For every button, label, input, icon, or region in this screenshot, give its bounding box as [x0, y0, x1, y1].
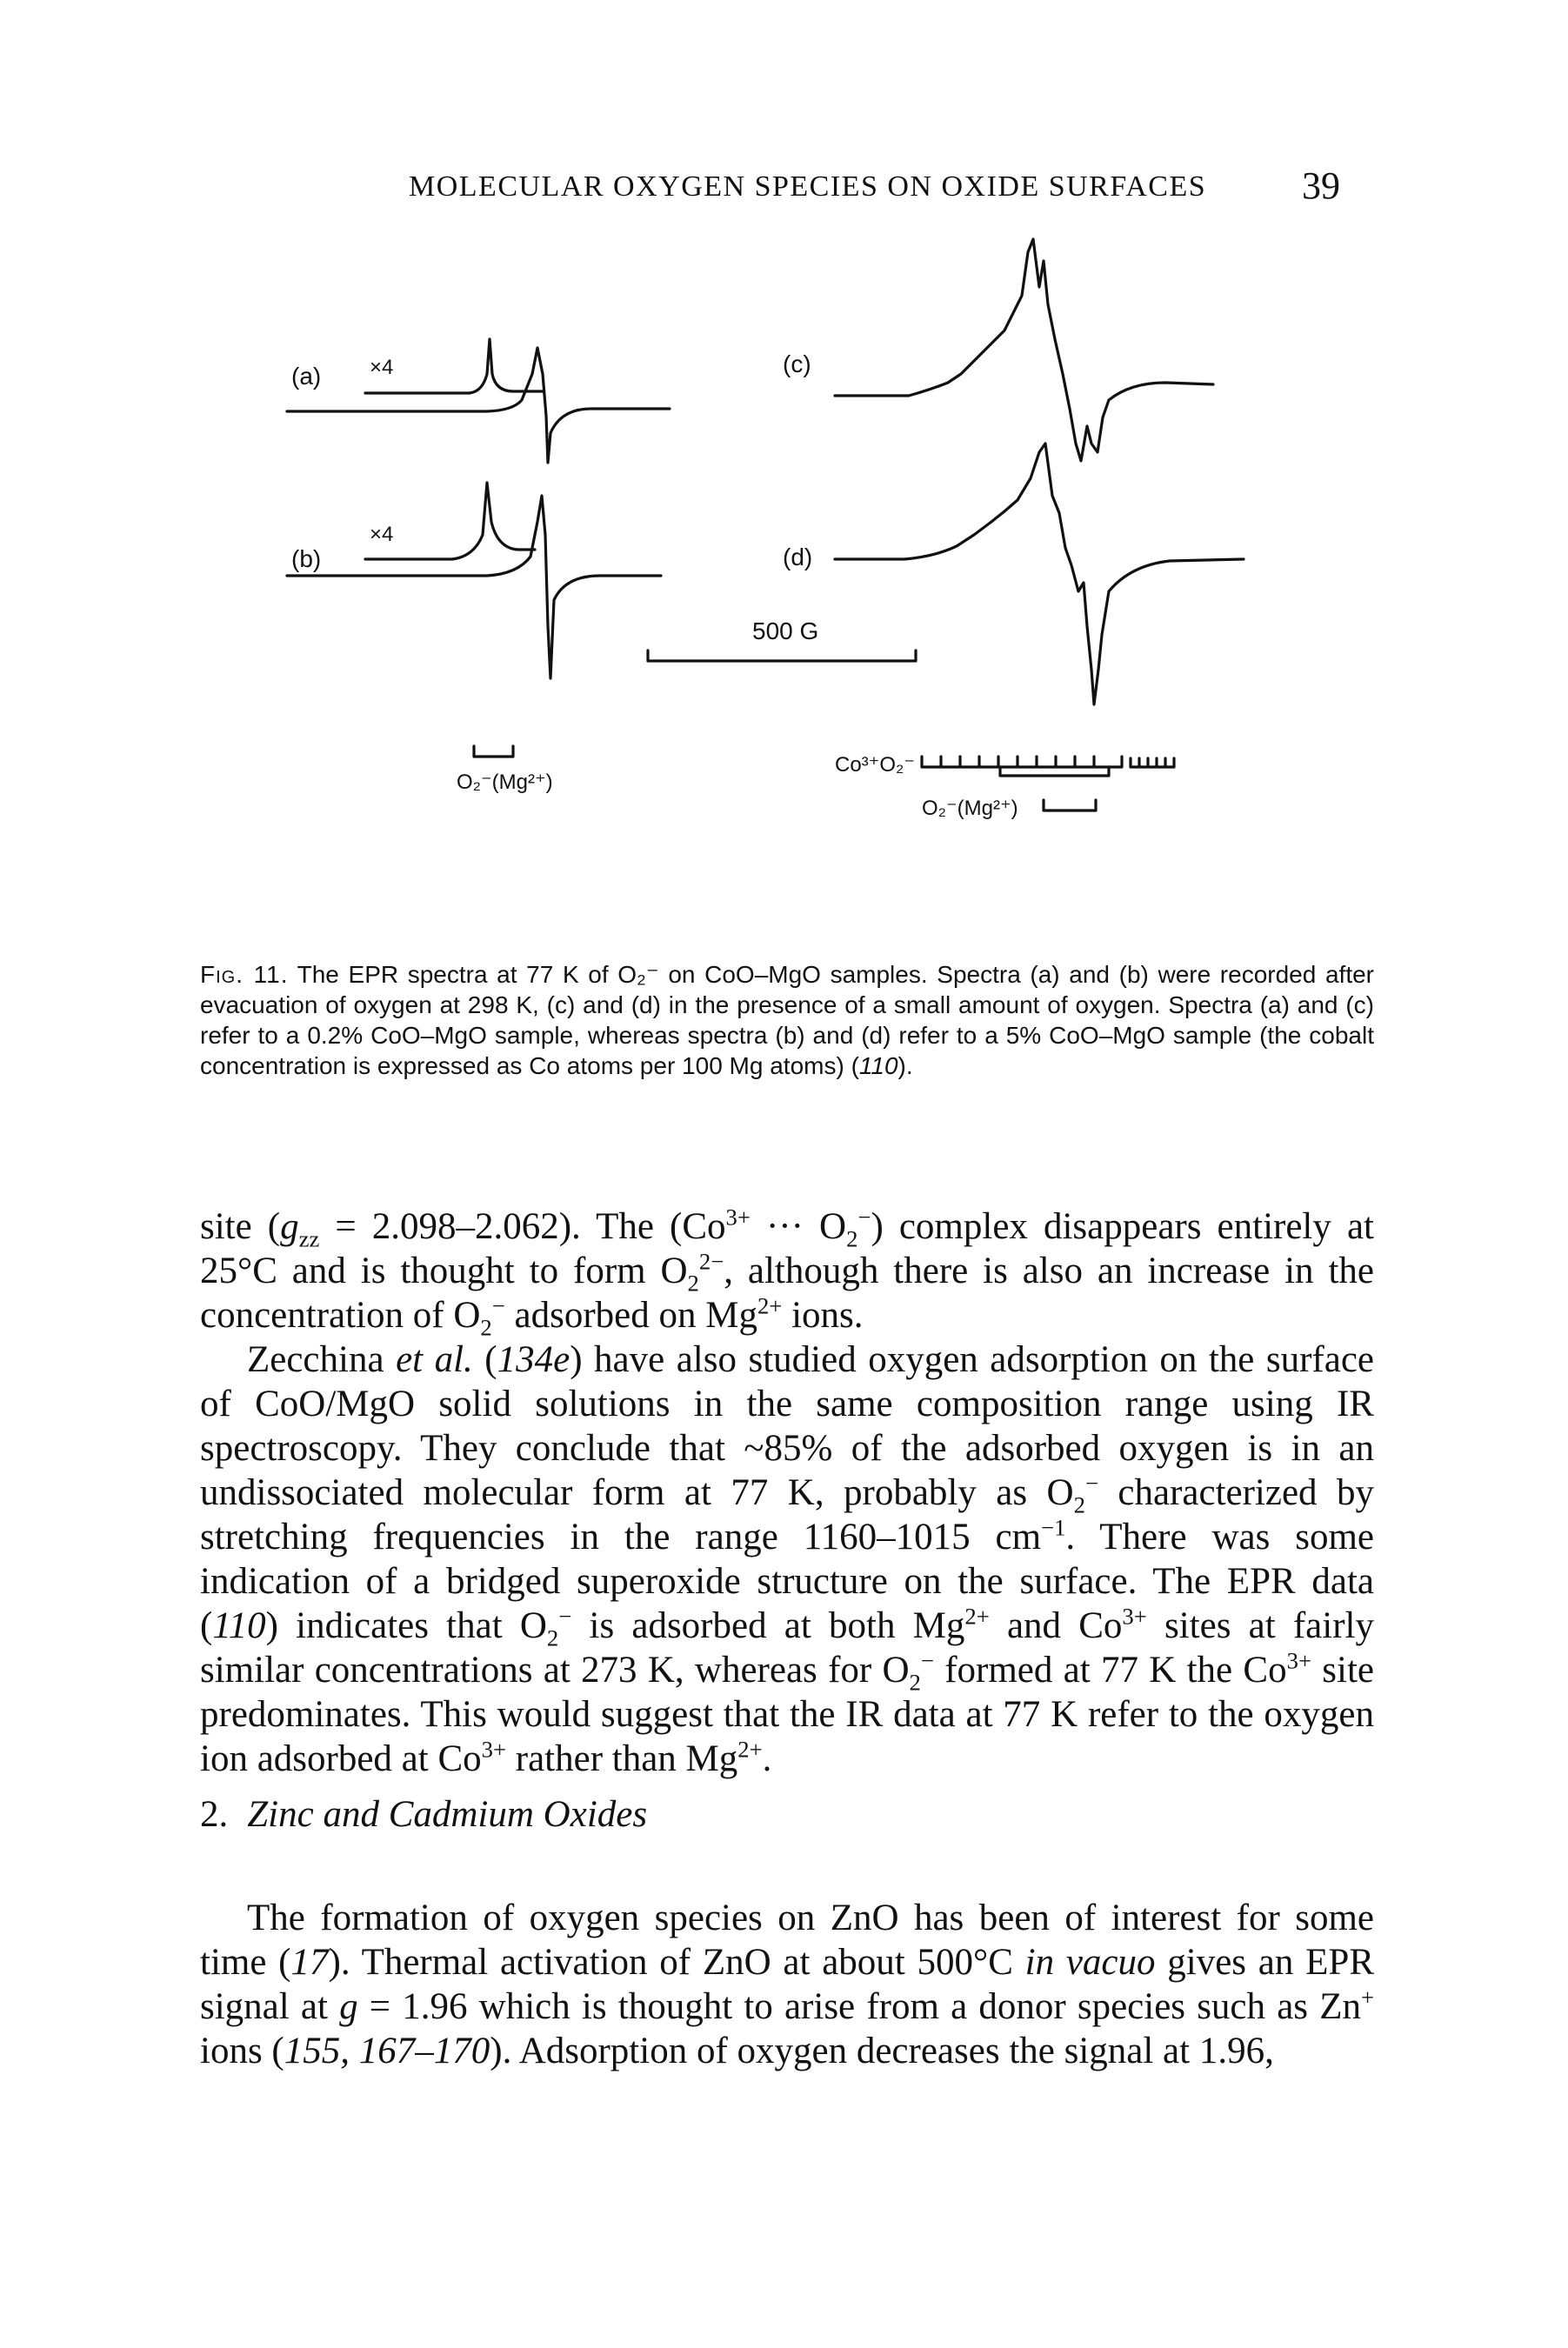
- text-run: 2: [909, 1669, 921, 1696]
- marker-co-comb-2: [1129, 757, 1176, 769]
- text-run: 3+: [1286, 1647, 1311, 1674]
- text-run: ··· O: [750, 1206, 847, 1247]
- text-run: 2: [1073, 1491, 1085, 1518]
- text-run: 2−: [698, 1248, 724, 1275]
- text-run: −: [558, 1603, 572, 1630]
- citation: 134e: [497, 1339, 570, 1380]
- label-gain-a: ×4: [370, 356, 393, 379]
- text-run: 2+: [964, 1603, 990, 1630]
- text-run: The formation of oxygen species on ZnO h…: [200, 1898, 1374, 1983]
- figure-caption: Fig. 11. The EPR spectra at 77 K of O₂⁻ …: [200, 959, 1374, 1081]
- label-c: (c): [783, 350, 811, 377]
- text-run: ions.: [782, 1295, 864, 1336]
- spectrum-a-inset: [364, 337, 545, 395]
- spectrum-b-trace: [285, 494, 663, 680]
- text-run: g: [280, 1206, 299, 1247]
- text-run: rather than Mg: [506, 1738, 738, 1779]
- label-marker-mg-left: O₂⁻(Mg²⁺): [457, 770, 553, 794]
- paragraph-2: Zecchina et al. (134e) have also studied…: [200, 1337, 1374, 1781]
- text-run: 3+: [1122, 1603, 1147, 1630]
- citation: 110: [212, 1605, 266, 1646]
- section-title: Zinc and Cadmium Oxides: [247, 1794, 648, 1835]
- marker-co-bracket: [998, 765, 1111, 777]
- citation: 155, 167–170: [284, 2031, 490, 2071]
- text-run: = 2.098–2.062). The (Co: [319, 1206, 726, 1247]
- label-gain-b: ×4: [370, 523, 393, 546]
- body-text: site (gzz = 2.098–2.062). The (Co3+ ··· …: [200, 1204, 1374, 1781]
- text-run: and Co: [989, 1605, 1123, 1646]
- text-run: is adsorbed at both Mg: [571, 1605, 965, 1646]
- paragraph-1: site (gzz = 2.098–2.062). The (Co3+ ··· …: [200, 1204, 1374, 1339]
- spectrum-d-trace: [833, 442, 1245, 706]
- text-run: −: [491, 1292, 505, 1319]
- page-header: MOLECULAR OXYGEN SPECIES ON OXIDE SURFAC…: [0, 163, 1568, 216]
- text-run: site (: [200, 1206, 281, 1247]
- text-run: site predominates. This would suggest th…: [200, 1650, 1374, 1779]
- section-heading: 2. Zinc and Cadmium Oxides: [200, 1793, 647, 1836]
- text-run: , although there is also an increase in …: [200, 1251, 1374, 1336]
- text-run: .: [762, 1738, 772, 1779]
- text-run: 3+: [725, 1204, 751, 1231]
- text-run: adsorbed on Mg: [504, 1295, 757, 1336]
- text-run: characterized by stretching frequencies …: [200, 1472, 1374, 1558]
- citation: 17: [290, 1942, 329, 1983]
- label-marker-co: Co³⁺O₂⁻: [835, 753, 915, 777]
- scale-bar-500g: [646, 649, 917, 663]
- text-run: formed at 77 K the Co: [933, 1650, 1287, 1691]
- section-number: 2.: [200, 1794, 229, 1835]
- text-run: 2: [480, 1314, 492, 1341]
- text-run: 2+: [737, 1736, 763, 1763]
- caption-text: The EPR spectra at 77 K of O₂⁻ on CoO–Mg…: [200, 961, 1374, 1079]
- text-run: −: [857, 1204, 871, 1231]
- text-run: 2: [846, 1225, 858, 1252]
- paragraph-3: The formation of oxygen species on ZnO h…: [200, 1896, 1374, 2073]
- spectrum-c-trace: [833, 237, 1215, 463]
- text-run: . There was some indication of a bridged…: [200, 1517, 1374, 1646]
- text-run: 2: [687, 1270, 699, 1297]
- text-run: in vacuo: [1024, 1942, 1156, 1983]
- body-text-2: The formation of oxygen species on ZnO h…: [200, 1896, 1374, 2073]
- running-title: MOLECULAR OXYGEN SPECIES ON OXIDE SURFAC…: [409, 170, 1207, 203]
- text-run: −: [1084, 1470, 1098, 1497]
- text-run: ) have also studied oxygen adsorption on…: [200, 1339, 1374, 1513]
- label-scale: 500 G: [752, 617, 818, 644]
- text-run: 2: [546, 1624, 559, 1651]
- text-run: −: [920, 1647, 934, 1674]
- text-run: +: [1360, 1984, 1375, 2011]
- text-run: et al.: [396, 1339, 473, 1380]
- text-run: sites at fairly similar concentrations a…: [200, 1605, 1374, 1691]
- caption-label: Fig. 11.: [200, 961, 289, 988]
- text-run: gives an EPR signal at: [200, 1942, 1374, 2027]
- spectrum-a-trace: [285, 346, 671, 464]
- caption-ref: 110: [858, 1052, 898, 1079]
- text-run: ) complex disappears entirely at 25°C an…: [200, 1206, 1374, 1291]
- label-a: (a): [291, 363, 321, 390]
- text-run: 3+: [481, 1736, 507, 1763]
- text-run: zz: [298, 1225, 320, 1252]
- spectrum-b-inset: [364, 481, 537, 561]
- text-run: −1: [1041, 1514, 1066, 1541]
- figure-epr-spectra: (a) ×4 (b) ×4 (c) (d) 500 G O₂⁻(Mg²⁺) Co…: [0, 235, 1568, 939]
- text-run: = 1.96 which is thought to arise from a …: [357, 1986, 1361, 2027]
- label-b: (b): [291, 545, 321, 572]
- figure-svg: (a) ×4 (b) ×4 (c) (d) 500 G O₂⁻(Mg²⁺) Co…: [285, 237, 1245, 820]
- label-marker-mg-right: O₂⁻(Mg²⁺): [922, 797, 1018, 820]
- text-run: (: [472, 1339, 497, 1380]
- text-run: ). Adsorption of oxygen decreases the si…: [490, 2031, 1274, 2071]
- page-number: 39: [1302, 164, 1340, 207]
- marker-mg-left-bracket: [472, 744, 515, 758]
- text-run: ions (: [200, 2031, 284, 2071]
- text-run: 2+: [757, 1292, 783, 1319]
- text-run: g: [339, 1986, 358, 2027]
- caption-end: ).: [897, 1052, 913, 1079]
- text-run: ) indicates that O: [265, 1605, 547, 1646]
- text-run: ). Thermal activation of ZnO at about 50…: [328, 1942, 1025, 1983]
- text-run: Zecchina: [247, 1339, 397, 1380]
- marker-mg-right-bracket: [1042, 798, 1098, 812]
- marker-co-comb: [920, 755, 1124, 769]
- label-d: (d): [783, 544, 812, 570]
